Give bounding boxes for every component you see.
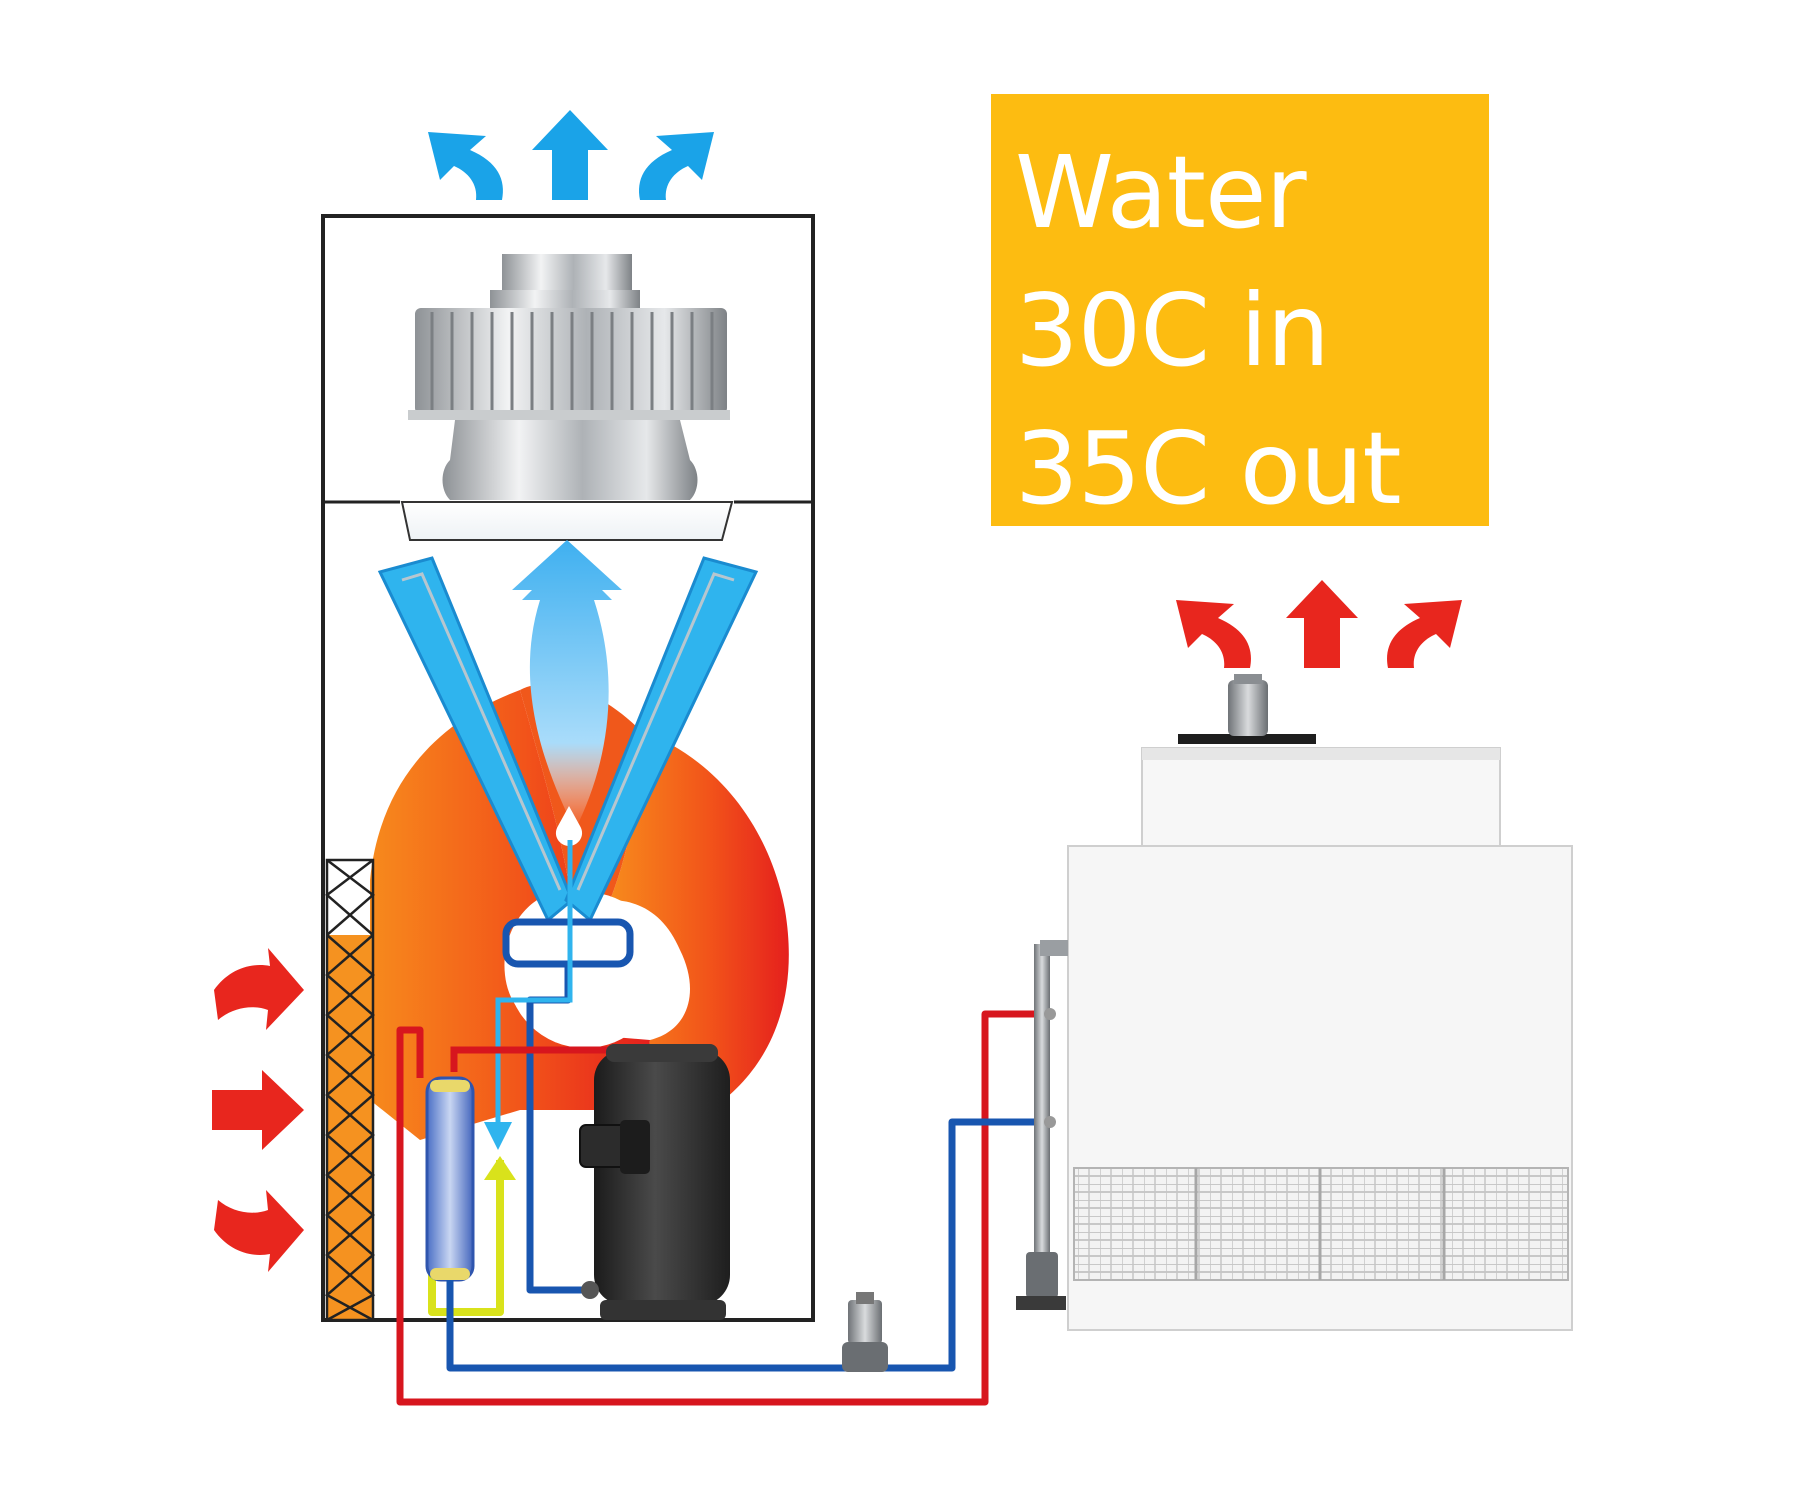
label-line-water: Water bbox=[1015, 134, 1307, 251]
air-intake-filter bbox=[324, 858, 376, 1322]
water-temperature-label: Water 30C in 35C out bbox=[991, 94, 1489, 527]
cold-water-pipe bbox=[446, 1118, 1050, 1372]
curved-arrow-left-icon bbox=[428, 132, 503, 200]
label-line-inlet-temp: 30C in bbox=[1015, 272, 1330, 389]
pump-icon bbox=[842, 1292, 888, 1372]
heat-exchanger-icon bbox=[425, 1076, 475, 1282]
refrigerant-flow-arrow bbox=[484, 1122, 512, 1150]
refrigerant-line-light bbox=[495, 840, 573, 1130]
up-arrow-icon bbox=[1286, 580, 1358, 668]
up-arrow-icon bbox=[532, 110, 608, 200]
curved-arrow-right-icon bbox=[639, 132, 714, 200]
right-arrow-icon bbox=[212, 1070, 304, 1150]
refrigerant-line-yellow bbox=[428, 1156, 516, 1316]
exhaust-air-arrows bbox=[428, 110, 714, 200]
cooling-tower bbox=[1016, 674, 1573, 1331]
curved-arrow-left-icon bbox=[1176, 600, 1251, 668]
indoor-unit-cabinet bbox=[321, 214, 815, 1322]
compressor-icon bbox=[579, 1044, 730, 1320]
fan-inlet-funnel bbox=[400, 501, 734, 541]
curved-arrow-right-icon bbox=[214, 1190, 304, 1272]
tower-exhaust-arrows bbox=[1176, 580, 1462, 668]
refrigerant-line-hot bbox=[450, 1046, 612, 1072]
intake-air-arrows bbox=[212, 948, 304, 1272]
hot-water-pipe bbox=[396, 1010, 1050, 1406]
cooled-air-plume bbox=[512, 540, 622, 830]
label-line-outlet-temp: 35C out bbox=[1015, 410, 1402, 527]
curved-arrow-right-icon bbox=[1387, 600, 1462, 668]
centrifugal-fan-icon bbox=[408, 254, 730, 500]
curved-arrow-right-icon bbox=[214, 948, 304, 1030]
tower-fan-motor-icon bbox=[1178, 674, 1316, 744]
